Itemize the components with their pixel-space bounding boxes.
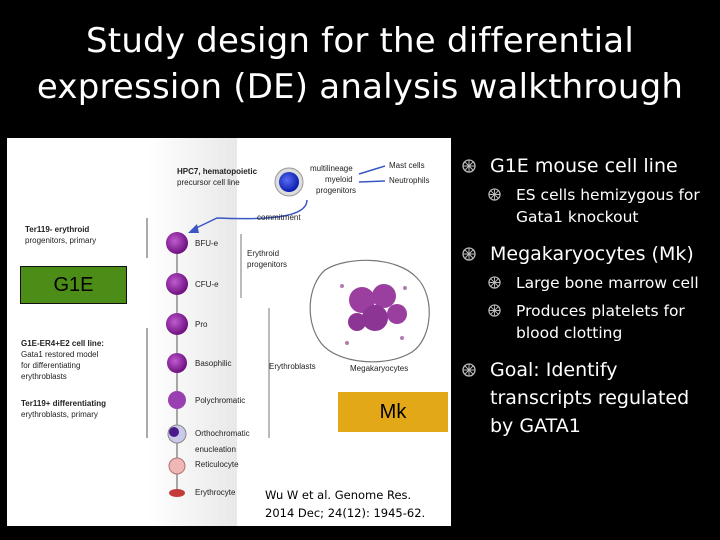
ter119-neg-label: Ter119- erythroid xyxy=(25,225,89,234)
ter119-pos-label-2: erythroblasts, primary xyxy=(21,410,98,419)
lineage-diagram: HPC7, hematopoietic precursor cell line … xyxy=(7,138,451,526)
g1e-er4-label: G1E-ER4+E2 cell line: xyxy=(21,339,104,348)
bullet-g1e-sub: ES cells hemizygous for Gata1 knockout xyxy=(460,184,718,228)
commitment-label: commitment xyxy=(257,213,301,222)
citation-line-2: 2014 Dec; 24(12): 1945-62. xyxy=(265,506,426,520)
study-design-figure: HPC7, hematopoietic precursor cell line … xyxy=(7,138,451,526)
myeloid-label: myeloid xyxy=(325,175,353,184)
cfu-e-cell-icon xyxy=(166,273,188,295)
stage-polychromatic: Polychromatic xyxy=(195,396,245,405)
mk-label-box: Mk xyxy=(338,392,448,432)
hpc7-cell-icon xyxy=(279,172,299,192)
erythroblasts-label: Erythroblasts xyxy=(269,362,316,371)
mast-cells-label: Mast cells xyxy=(389,161,425,170)
pro-cell-icon xyxy=(166,313,188,335)
title-line-2: expression (DE) analysis walkthrough xyxy=(36,67,684,107)
erythrocyte-cell-icon xyxy=(169,489,185,497)
ter119-neg-label-2: progenitors, primary xyxy=(25,236,96,245)
stage-orthochromatic: Orthochromatic xyxy=(195,429,250,438)
bullet-icon xyxy=(462,159,476,173)
stage-cfu-e: CFU-e xyxy=(195,280,219,289)
hpc7-label: HPC7, hematopoietic xyxy=(177,167,258,176)
reticulocyte-cell-icon xyxy=(168,457,186,475)
bullet-mk: Megakaryocytes (Mk) xyxy=(460,240,718,268)
bullet-mk-sub-2: Produces platelets for blood clotting xyxy=(460,300,718,344)
sub-bullet-icon xyxy=(488,188,501,201)
polychromatic-cell-icon xyxy=(168,391,186,409)
bullet-mk-sub-1: Large bone marrow cell xyxy=(460,272,718,294)
g1e-er4-label-2: Gata1 restored model xyxy=(21,350,99,359)
multilineage-label: multilineage xyxy=(310,164,353,173)
bullet-icon xyxy=(462,363,476,377)
hpc7-label-2: precursor cell line xyxy=(177,178,240,187)
bullet-goal-text: Goal: Identify transcripts regulated by … xyxy=(490,359,690,437)
bullet-icon xyxy=(462,247,476,261)
ter119-pos-label: Ter119+ differentiating xyxy=(21,399,106,408)
sub-bullet-icon xyxy=(488,276,501,289)
bullet-g1e-sub-text: ES cells hemizygous for Gata1 knockout xyxy=(516,186,700,226)
bullet-list: G1E mouse cell line ES cells hemizygous … xyxy=(460,152,718,444)
bfu-e-cell-icon xyxy=(166,232,188,254)
neutrophils-label: Neutrophils xyxy=(389,176,429,185)
g1e-er4-label-4: erythroblasts xyxy=(21,372,67,381)
bullet-g1e-text: G1E mouse cell line xyxy=(490,155,678,177)
slide-title: Study design for the differential expres… xyxy=(0,18,720,110)
basophilic-cell-icon xyxy=(167,353,187,373)
g1e-label-box: G1E xyxy=(20,266,127,304)
bullet-mk-text: Megakaryocytes (Mk) xyxy=(490,243,694,265)
title-line-1: Study design for the differential xyxy=(86,21,634,61)
stage-enucleation: enucleation xyxy=(195,445,236,454)
g1e-er4-label-3: for differentiating xyxy=(21,361,80,370)
stage-bfu-e: BFU-e xyxy=(195,239,219,248)
bullet-goal: Goal: Identify transcripts regulated by … xyxy=(460,356,718,440)
megakaryocytes-label: Megakaryocytes xyxy=(350,364,408,373)
bullet-g1e: G1E mouse cell line xyxy=(460,152,718,180)
citation: Wu W et al. Genome Res. 2014 Dec; 24(12)… xyxy=(265,486,451,522)
erythroid-progenitors-label-2: progenitors xyxy=(247,260,287,269)
erythroid-progenitors-label: Erythroid xyxy=(247,249,279,258)
stage-pro: Pro xyxy=(195,320,208,329)
stage-reticulocyte: Reticulocyte xyxy=(195,460,239,469)
bullet-mk-sub-2-text: Produces platelets for blood clotting xyxy=(516,302,685,342)
stage-basophilic: Basophilic xyxy=(195,359,231,368)
stage-erythrocyte: Erythrocyte xyxy=(195,488,236,497)
sub-bullet-icon xyxy=(488,304,501,317)
citation-line-1: Wu W et al. Genome Res. xyxy=(265,488,412,502)
progenitors-label: progenitors xyxy=(316,186,356,195)
bullet-mk-sub-1-text: Large bone marrow cell xyxy=(516,274,699,292)
